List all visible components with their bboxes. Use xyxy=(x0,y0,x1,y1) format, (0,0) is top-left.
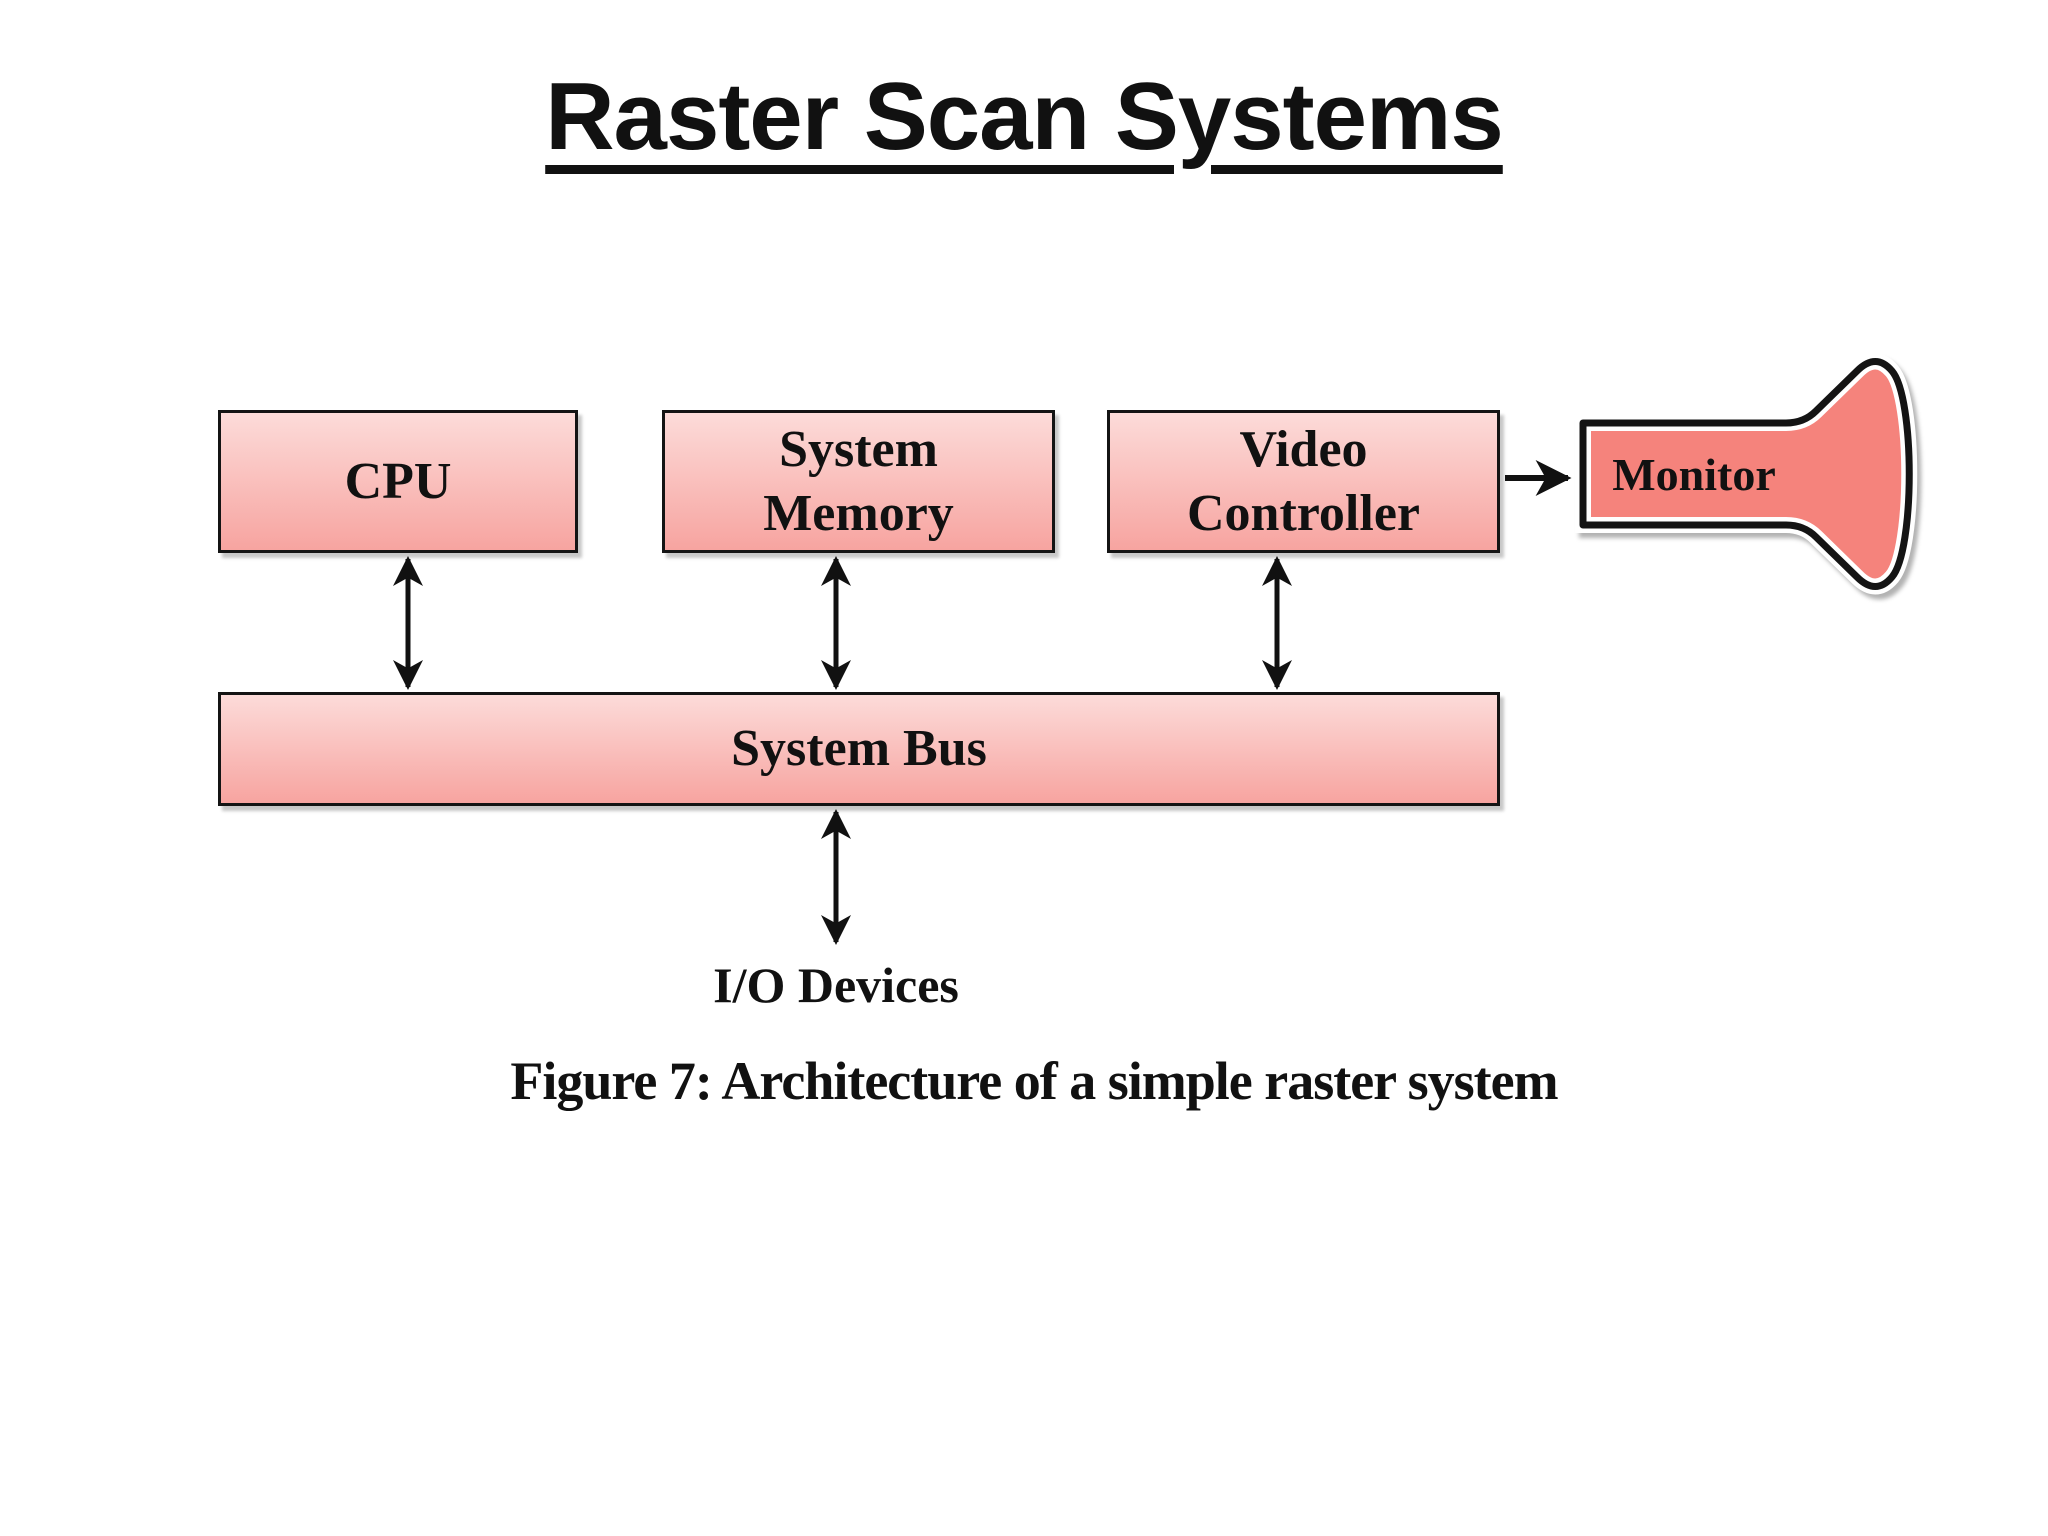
node-cpu-label: CPU xyxy=(344,452,452,510)
monitor-shape: Monitor xyxy=(1575,353,1918,595)
node-video-controller-label: Video Controller xyxy=(1187,421,1420,542)
io-devices-label: I/O Devices xyxy=(713,957,959,1013)
monitor-body xyxy=(1575,353,1918,595)
node-system-bus: System Bus xyxy=(218,692,1500,806)
page-title: Raster Scan Systems xyxy=(545,63,1504,170)
node-video-controller: Video Controller xyxy=(1107,410,1500,553)
figure-caption: Figure 7: Architecture of a simple raste… xyxy=(510,1051,1558,1111)
node-system-memory-label: System Memory xyxy=(763,421,954,542)
monitor-label: Monitor xyxy=(1612,449,1776,500)
node-system-bus-label: System Bus xyxy=(731,720,987,778)
node-cpu: CPU xyxy=(218,410,578,553)
node-system-memory: System Memory xyxy=(662,410,1055,553)
monitor-outline xyxy=(1579,358,1913,590)
